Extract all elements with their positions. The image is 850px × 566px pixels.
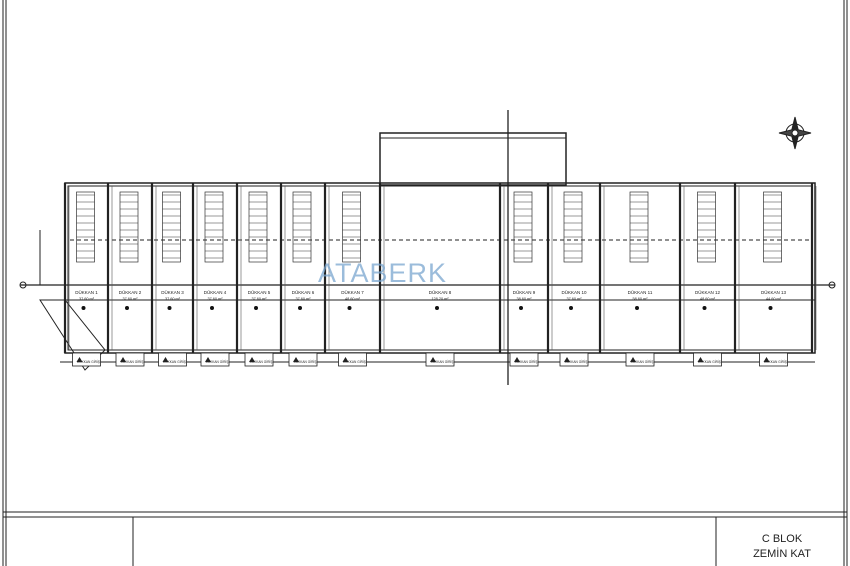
shop-area: 58.60 m² [633, 297, 649, 301]
shop-entrance [759, 352, 788, 367]
shop-name: DÜKKAN 13 [761, 289, 787, 295]
shop-name: DÜKKAN 5 [248, 289, 271, 295]
shop-area: 37.60 m² [296, 297, 312, 301]
shop-area: 37.60 m² [252, 297, 268, 301]
shop-area: 44.60 m² [766, 297, 782, 301]
axis-marker-left [19, 281, 27, 289]
entrance-label: DÜKKAN GİRİŞ [294, 359, 317, 364]
shop-entrance [288, 352, 318, 367]
shop-name: DÜKKAN 8 [429, 289, 452, 295]
level-marker-icon [347, 306, 352, 310]
entrance-label: DÜKKAN GİRİŞ [764, 359, 787, 364]
shop-area: 38.60 m² [517, 297, 533, 301]
shop-entrance [115, 352, 145, 367]
shop-entrance [200, 352, 230, 367]
entrance-arrow-icon [205, 357, 211, 362]
shop-area: 128.20 m² [431, 297, 449, 301]
entrance-arrow-icon [76, 357, 83, 362]
shop-area: 48.60 m² [345, 297, 361, 301]
shop-area: 37.60 m² [567, 297, 583, 301]
level-marker-icon [298, 306, 302, 310]
stair-icon [513, 191, 533, 263]
shop-area: 37.60 m² [165, 297, 181, 301]
shop-name: DÜKKAN 12 [695, 289, 721, 295]
shop-entrance [559, 352, 589, 367]
shop-area: 48.60 m² [700, 297, 716, 301]
shop-name: DÜKKAN 11 [628, 289, 653, 295]
shop-name: DÜKKAN 10 [561, 289, 587, 295]
entrance-label: DÜKKAN GİRİŞ [431, 359, 454, 364]
entrance-arrow-icon [430, 357, 436, 362]
level-marker-icon [435, 306, 439, 310]
shop-entrance [625, 352, 655, 367]
entrance-label: DÜKKAN GİRİŞ [250, 359, 273, 364]
stair-icon [204, 191, 224, 263]
shop-name: DÜKKAN 2 [119, 289, 142, 295]
entrance-label: DÜKKAN GİRİŞ [163, 359, 186, 364]
entrance-label: DÜKKAN GİRİŞ [631, 359, 654, 364]
entrance-arrow-icon [514, 357, 520, 362]
level-marker-icon [210, 306, 214, 310]
shop-area: 37.60 m² [208, 297, 224, 301]
core-section [379, 132, 567, 186]
entrance-arrow-icon [342, 357, 349, 362]
entrance-arrow-icon [564, 357, 570, 362]
stair-icon [697, 191, 716, 263]
entrance-label: DÜKKAN GİRİŞ [77, 359, 100, 364]
stair-icon [162, 191, 181, 263]
axis-marker-right [828, 281, 836, 289]
shop-name: DÜKKAN 9 [513, 289, 536, 295]
entrance-label: DÜKKAN GİRİŞ [565, 359, 588, 364]
entrance-arrow-icon [697, 357, 704, 362]
entrance-label: DÜKKAN GİRİŞ [515, 359, 538, 364]
shop-name: DÜKKAN 7 [341, 289, 364, 295]
level-marker-icon [519, 306, 523, 310]
level-marker-icon [569, 306, 573, 310]
stair-icon [248, 191, 268, 263]
shop-area: 37.60 m² [123, 297, 139, 301]
entrance-label: DÜKKAN GİRİŞ [206, 359, 229, 364]
stair-icon [342, 191, 361, 263]
stair-icon [292, 191, 312, 263]
title-block-name: C BLOK [761, 533, 803, 545]
entrance-label: DÜKKAN GİRİŞ [343, 359, 366, 364]
entrance-arrow-icon [293, 357, 299, 362]
entrance-label: DÜKKAN GİRİŞ [121, 359, 144, 364]
shop-entrance [509, 352, 539, 367]
stair-icon [119, 191, 139, 263]
entrance-arrow-icon [763, 357, 770, 362]
level-marker-icon [254, 306, 258, 310]
level-marker-icon [768, 306, 773, 310]
entrance-arrow-icon [120, 357, 126, 362]
shop-name: DÜKKAN 3 [161, 289, 184, 295]
level-marker-icon [125, 306, 129, 310]
title-block-floor: ZEMİN KAT [753, 548, 811, 560]
shop-entrance [72, 352, 101, 367]
entrance-label: DÜKKAN GİRİŞ [698, 359, 721, 364]
shop-entrance [693, 352, 722, 367]
shop-name: DÜKKAN 1 [75, 289, 98, 295]
level-marker-icon [81, 306, 86, 310]
watermark-logo: ATABERK [318, 258, 448, 288]
shop-entrance [425, 352, 455, 367]
entrance-arrow-icon [249, 357, 255, 362]
level-marker-icon [702, 306, 707, 310]
level-marker-icon [635, 306, 639, 310]
shop-name: DÜKKAN 6 [292, 289, 315, 295]
entrance-arrow-icon [630, 357, 636, 362]
shop-entrance [338, 352, 367, 367]
stair-icon [629, 191, 649, 263]
shop-area: 37.60 m² [79, 297, 95, 301]
entrance-arrow-icon [162, 357, 169, 362]
stair-icon [763, 191, 782, 263]
north-arrow-icon [778, 116, 812, 150]
level-marker-icon [167, 306, 172, 310]
shop-entrance [158, 352, 187, 367]
shop-name: DÜKKAN 4 [204, 289, 227, 295]
stair-icon [76, 191, 95, 263]
diagonal-wing [39, 299, 106, 371]
shop-entrance [244, 352, 274, 367]
stair-icon [563, 191, 583, 263]
